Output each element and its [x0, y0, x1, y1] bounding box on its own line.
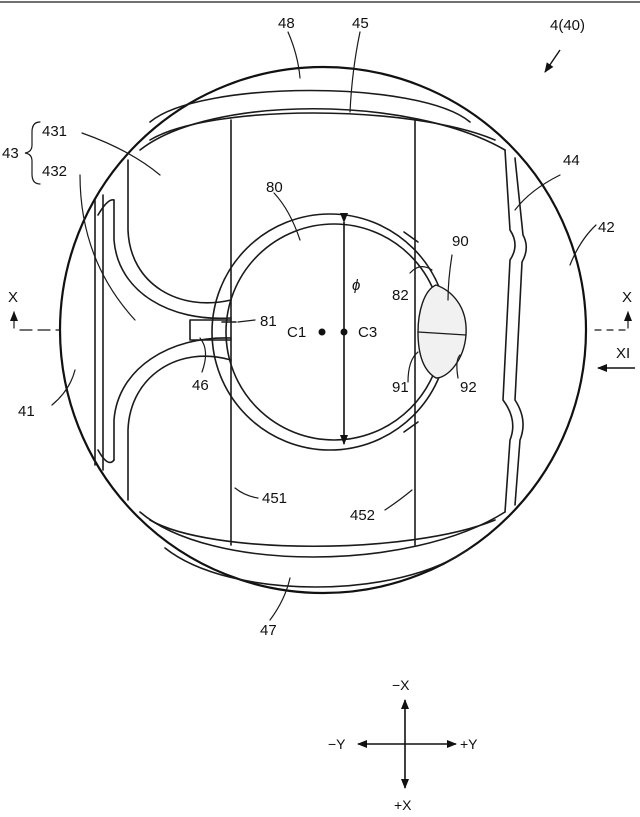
bowl-rim-tick-low [403, 421, 419, 433]
brace-43 [24, 121, 41, 185]
right-plate-edge-outer [514, 157, 528, 506]
label-46: 46 [192, 377, 209, 394]
label-452: 452 [350, 507, 375, 524]
center-c1-dot [318, 328, 326, 336]
ring-groove-bottom-inner [149, 519, 496, 548]
label-90: 90 [452, 233, 469, 250]
left-pocket-upper [127, 159, 232, 304]
axis-neg-x: −X [392, 677, 410, 693]
notch-90 [417, 284, 467, 379]
ring-groove-top-mid [149, 112, 496, 141]
bowl-rim-tick-82 [403, 231, 419, 243]
label-41: 41 [18, 403, 35, 420]
center-c3-dot [340, 328, 348, 336]
left-pocket-lower [127, 355, 232, 501]
label-ref: 4(40) [550, 17, 585, 34]
notch-90-centerline [417, 331, 467, 336]
label-phi: ϕ [352, 277, 360, 294]
label-xi: XI [616, 345, 630, 362]
label-81: 81 [260, 313, 277, 330]
left-plate-notch-bottom [97, 449, 115, 464]
ring-groove-top-inner [139, 107, 506, 151]
ring-groove-top [149, 89, 471, 123]
label-451: 451 [262, 490, 287, 507]
left-pocket-upper-inner [113, 199, 232, 320]
bowl-inner-circle [225, 223, 443, 441]
ring-groove-bottom [139, 511, 506, 558]
right-plate-edge [502, 149, 516, 513]
left-plate-notch-top [97, 199, 115, 216]
label-x-left: X [8, 289, 18, 306]
label-82: 82 [392, 287, 409, 304]
axis-pos-x: +X [394, 797, 412, 813]
label-91: 91 [392, 379, 409, 396]
label-43: 43 [2, 145, 19, 162]
bowl-outer-circle [211, 213, 449, 451]
axis-cross: −X +X −Y +Y [328, 677, 478, 813]
label-47: 47 [260, 622, 277, 639]
left-pocket-lower-inner [113, 337, 232, 461]
label-80: 80 [266, 179, 283, 196]
label-x-right: X [622, 289, 632, 306]
groove-46 [189, 319, 232, 341]
label-c1: C1 [287, 324, 306, 341]
labels: 4(40) 48 45 44 42 43 431 432 80 90 ϕ 82 … [2, 15, 632, 639]
axis-pos-y: +Y [460, 736, 478, 752]
label-44: 44 [563, 152, 580, 169]
label-432: 432 [42, 163, 67, 180]
leader-lines [51, 31, 597, 621]
ring-groove-bottom-outer [164, 547, 471, 588]
label-42: 42 [598, 219, 615, 236]
axis-neg-y: −Y [328, 736, 346, 752]
label-c3: C3 [358, 324, 377, 341]
label-45: 45 [352, 15, 369, 32]
ref-arrow [544, 49, 561, 73]
label-431: 431 [42, 123, 67, 140]
label-48: 48 [278, 15, 295, 32]
label-92: 92 [460, 379, 477, 396]
